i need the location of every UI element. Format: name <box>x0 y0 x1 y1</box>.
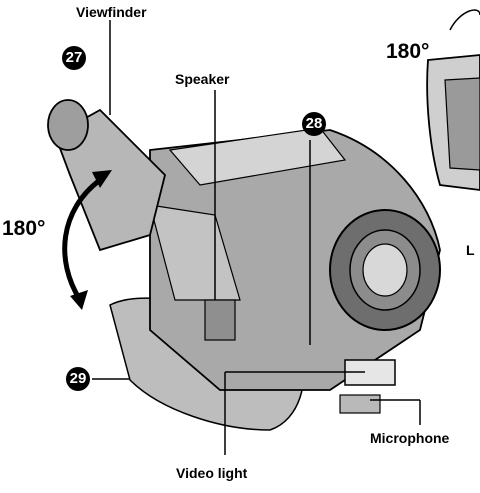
viewfinder-label: Viewfinder <box>76 4 147 20</box>
lcd-rotation-label: 180° <box>386 40 430 63</box>
speaker-grill <box>204 299 236 341</box>
microphone-unit <box>339 394 381 414</box>
curved-double-arrow-icon <box>62 178 102 302</box>
viewfinder-unit <box>53 108 166 252</box>
partial-label: L <box>466 242 475 258</box>
viewfinder-eyepiece <box>47 99 89 151</box>
body-top <box>168 127 347 186</box>
side-panel <box>149 204 241 301</box>
lcd-screen <box>444 77 480 171</box>
callout-grip-strap: 29 <box>66 367 90 391</box>
curved-arrow-icon <box>449 9 480 31</box>
rotation-label: 180° <box>2 217 46 240</box>
callout-viewfinder-eyepiece: 27 <box>62 46 86 70</box>
video-light-label: Video light <box>176 465 248 481</box>
lens-glass <box>362 243 408 297</box>
callout-front-part: 28 <box>302 112 326 136</box>
microphone-label: Microphone <box>370 430 450 446</box>
speaker-label: Speaker <box>175 71 230 87</box>
